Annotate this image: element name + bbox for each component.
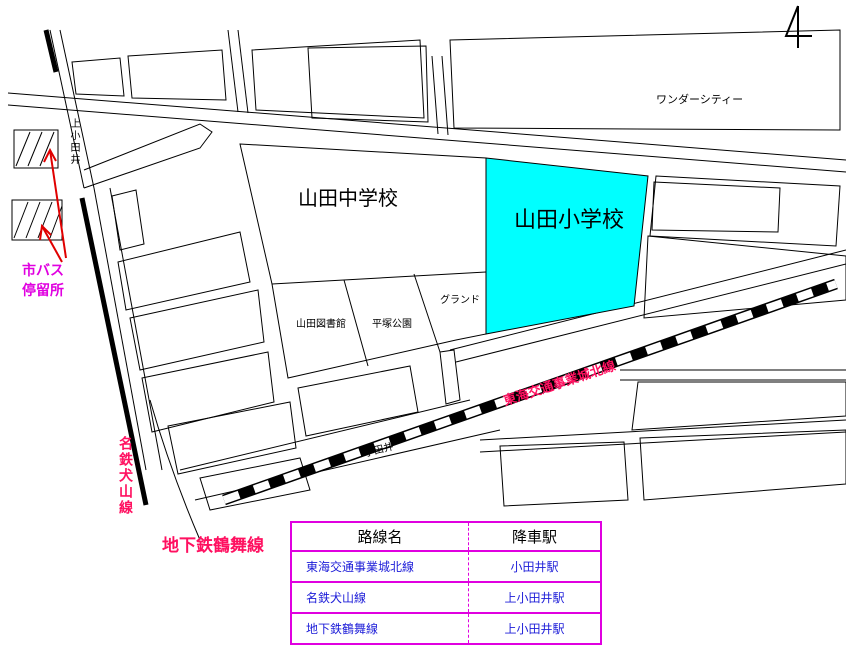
row-station: 上小田井駅	[468, 581, 601, 613]
north-arrow-icon	[784, 5, 812, 48]
table-row: 名鉄犬山線 上小田井駅	[291, 581, 601, 613]
park-label: 平塚公園	[372, 319, 412, 330]
bus-stop-line2: 停留所	[22, 282, 64, 299]
school-grounds	[239, 143, 487, 379]
elementary-school-highlight	[485, 157, 649, 335]
wonder-city-label: ワンダーシティー	[656, 93, 744, 106]
header-line: 路線名	[291, 522, 469, 552]
city-blocks	[71, 29, 846, 511]
bus-stop-label: 市バス 停留所	[22, 262, 64, 301]
subway-line	[149, 399, 201, 541]
bus-stop-arrows	[39, 147, 67, 263]
route-table: 路線名 降車駅 東海交通事業城北線 小田井駅 名鉄犬山線 上小田井駅 地下鉄鶴舞…	[290, 521, 602, 645]
junior-high-label: 山田中学校	[298, 186, 398, 210]
row-station: 小田井駅	[468, 550, 601, 582]
tokai-line	[222, 278, 838, 506]
row-line: 名鉄犬山線	[291, 581, 469, 613]
row-line: 地下鉄鶴舞線	[291, 612, 469, 644]
kamiotai-road-label: 上小田井	[68, 118, 79, 166]
table-row: 地下鉄鶴舞線 上小田井駅	[291, 612, 601, 644]
meitetsu-line	[79, 197, 149, 506]
meitetsu-north	[43, 29, 59, 73]
row-station: 上小田井駅	[468, 612, 601, 644]
ground-label: グランド	[440, 295, 480, 306]
road-network	[7, 29, 846, 501]
table-header-row: 路線名 降車駅	[291, 522, 601, 552]
meitetsu-label: 名鉄犬山線	[117, 436, 133, 516]
elementary-label: 山田小学校	[514, 208, 625, 233]
header-station: 降車駅	[468, 522, 601, 552]
row-line: 東海交通事業城北線	[291, 550, 469, 582]
subway-label: 地下鉄鶴舞線	[162, 536, 264, 556]
bus-stop-marks	[11, 129, 63, 241]
table-row: 東海交通事業城北線 小田井駅	[291, 550, 601, 582]
bus-stop-line1: 市バス	[22, 263, 64, 279]
library-label: 山田図書館	[296, 319, 346, 330]
